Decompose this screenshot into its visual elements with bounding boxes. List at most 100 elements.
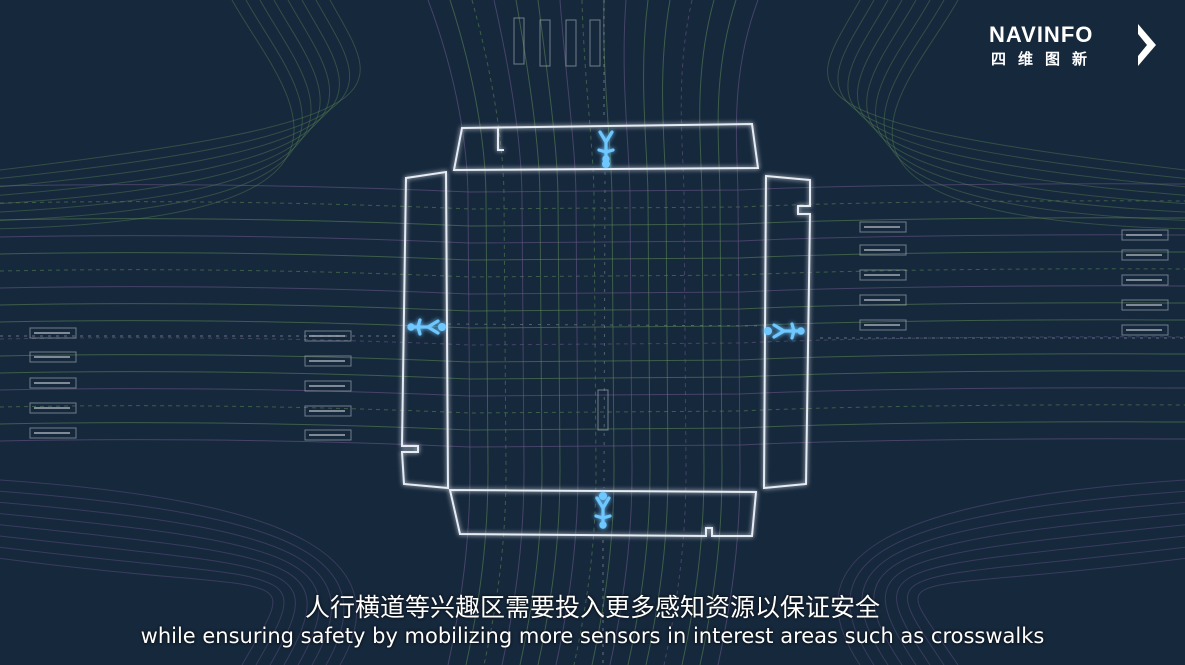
- lane-line: [873, 513, 1185, 665]
- lane-line: [0, 546, 285, 665]
- lane-arrow-marking: [29, 327, 77, 339]
- subtitles: 人行横道等兴趣区需要投入更多感知资源以保证安全 while ensuring s…: [0, 593, 1185, 649]
- lane-arrow-marking: [29, 402, 77, 414]
- lane-line: [0, 421, 1185, 431]
- lane-line: [717, 0, 759, 665]
- lane-line: [883, 0, 1185, 221]
- lane-arrow-marking: [304, 355, 352, 367]
- lane-line: [645, 0, 671, 665]
- lane-arrow-marking: [29, 377, 77, 389]
- lane-line: [837, 0, 1185, 179]
- lane-line: [0, 490, 345, 665]
- lane-line: [555, 0, 579, 665]
- lane-line: [837, 479, 1185, 665]
- lane-line: [896, 535, 1185, 665]
- lane-arrow-marking: [859, 269, 907, 281]
- lane-line: [0, 0, 312, 213]
- lane-line: [884, 524, 1185, 665]
- lane-arrow-marking: [29, 351, 77, 363]
- pedestrian-icon: [597, 130, 615, 164]
- lane-line: [0, 302, 1185, 312]
- lane-arrow-marking: [1121, 274, 1169, 286]
- lane-line: [0, 319, 1185, 329]
- lane-line: [0, 524, 308, 665]
- lane-line: [0, 0, 340, 188]
- lane-line: [0, 0, 303, 221]
- lane-line: [663, 0, 693, 665]
- lane-arrow-marking: [589, 19, 601, 67]
- lane-line: [917, 557, 1185, 665]
- lane-line: [573, 0, 597, 665]
- lane-line: [0, 353, 1185, 363]
- lane-line: [0, 0, 295, 230]
- crosswalk-east: [762, 174, 812, 490]
- pedestrian-icon: [772, 322, 806, 340]
- lane-arrow-marking: [859, 221, 907, 233]
- lane-line: [0, 200, 1185, 210]
- lane-line: [0, 370, 1185, 380]
- lane-arrow-marking: [597, 389, 609, 431]
- lane-line: [847, 0, 1185, 188]
- lane-line: [0, 0, 351, 179]
- lane-line: [0, 535, 296, 665]
- lane-line: [0, 217, 1185, 227]
- lane-line: [827, 0, 1185, 171]
- lane-line: [0, 285, 1185, 295]
- lane-line: [0, 0, 361, 171]
- lane-line: [515, 0, 543, 665]
- lane-arrow-marking: [1121, 324, 1169, 336]
- lane-arrow-marking: [304, 405, 352, 417]
- lane-line: [627, 0, 651, 665]
- lane-arrow-marking: [1121, 229, 1169, 241]
- lane-line: [0, 557, 274, 665]
- lane-line: [861, 501, 1185, 665]
- lane-line: [875, 0, 1185, 213]
- lane-arrow-marking: [304, 429, 352, 441]
- lane-line: [699, 0, 737, 665]
- lane-line: [0, 501, 332, 665]
- lane-arrow-marking: [304, 330, 352, 342]
- lane-line: [681, 0, 715, 665]
- lane-markings: [29, 17, 1169, 441]
- lane-line: [0, 513, 320, 665]
- lane-line: [0, 268, 1185, 278]
- brand-name: NAVINFO: [989, 22, 1094, 47]
- lane-line: [471, 0, 507, 665]
- lane-line: [591, 0, 615, 665]
- lane-line: [906, 546, 1185, 665]
- lane-line: [849, 490, 1185, 665]
- lane-line: [0, 479, 357, 665]
- lane-line: [427, 0, 471, 665]
- lane-line: [493, 0, 525, 665]
- brand-name-chinese: 四维图新: [991, 50, 1100, 68]
- subtitle-english: while ensuring safety by mobilizing more…: [140, 624, 1045, 648]
- lane-line: [537, 0, 561, 665]
- lane-line: [603, 171, 606, 489]
- pedestrian-icon: [594, 496, 612, 530]
- pedestrian-icon: [406, 318, 440, 336]
- crosswalk-outlines: [400, 122, 812, 538]
- lane-arrow-marking: [1121, 299, 1169, 311]
- lane-line: [891, 0, 1185, 230]
- subtitle-chinese: 人行横道等兴趣区需要投入更多感知资源以保证安全: [304, 593, 880, 622]
- lane-line: [856, 0, 1185, 196]
- crosswalk-west: [400, 170, 450, 490]
- lane-line: [0, 404, 1185, 414]
- crosswalk-north: [452, 122, 760, 172]
- lane-line: [0, 234, 1185, 244]
- lane-arrow-marking: [859, 319, 907, 331]
- lane-line: [0, 183, 1185, 193]
- lane-arrow-marking: [513, 17, 525, 65]
- lane-line: [609, 0, 633, 665]
- crosswalk-south: [448, 488, 758, 538]
- lane-arrow-marking: [29, 427, 77, 439]
- lane-arrow-marking: [304, 380, 352, 392]
- lane-line: [0, 387, 1185, 397]
- lane-arrow-marking: [565, 19, 577, 67]
- lane-line: [0, 0, 331, 196]
- lane-arrow-marking: [1121, 249, 1169, 261]
- lane-line: [0, 438, 1185, 448]
- lane-arrow-marking: [859, 244, 907, 256]
- lane-line: [0, 336, 1185, 346]
